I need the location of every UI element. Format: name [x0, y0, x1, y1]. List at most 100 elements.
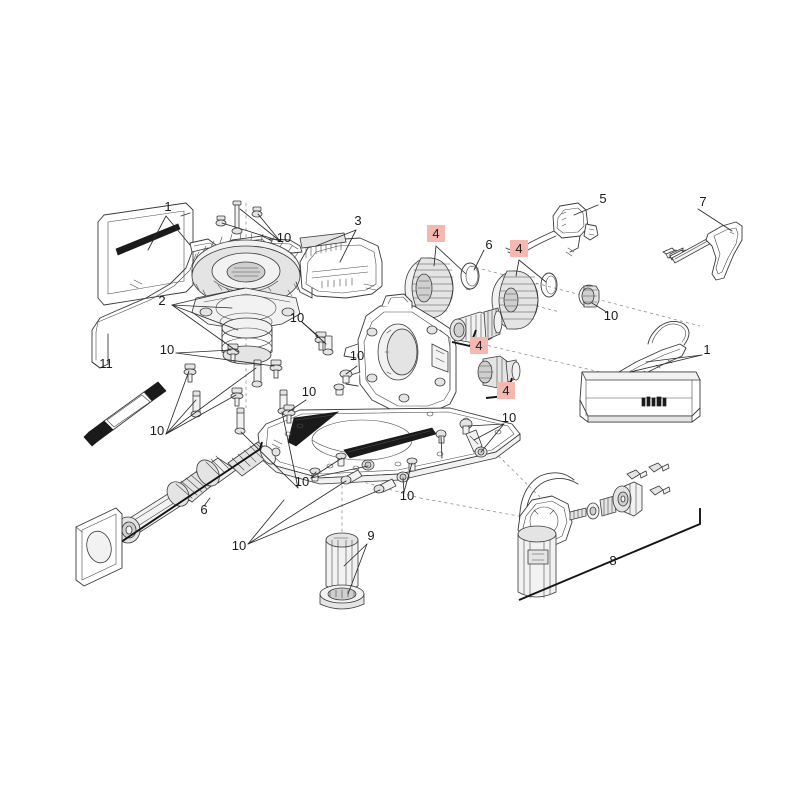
callout-labels: 1 10 3 4 6 4 5 7 2 10 10 1 10 10 4 11 10 4 10 10 10 6 10 10 9 8 [99, 191, 710, 568]
callout-10: 10 [160, 342, 174, 357]
callout-5: 5 [599, 191, 606, 206]
callout-11: 11 [99, 356, 113, 371]
callout-number: 10 [502, 410, 516, 425]
callout-6: 6 [200, 502, 207, 517]
callout-number: 8 [609, 553, 616, 568]
callout-number: 5 [599, 191, 606, 206]
callout-10: 10 [277, 230, 291, 245]
bolt-group-center [314, 331, 353, 396]
callout-number: 10 [277, 230, 291, 245]
bolt-10-top-b [251, 206, 263, 218]
bolt-10 [269, 359, 283, 379]
callout-highlight-box [427, 225, 445, 242]
callout-number: 11 [99, 356, 113, 371]
callout-number: 1 [164, 199, 171, 214]
gear-4-right [491, 270, 539, 330]
callout-3: 3 [354, 213, 361, 228]
callout-10: 10 [295, 474, 309, 489]
motor-screw-b [648, 462, 670, 473]
callout-2: 2 [158, 293, 165, 308]
part-bracket-guard [295, 232, 383, 299]
part-lower-shaft-assembly [115, 441, 281, 545]
part-sealant-tube [83, 381, 167, 447]
callout-number: 4 [432, 226, 439, 241]
callout-number: 2 [158, 293, 165, 308]
bolt-10-bushing-right [578, 284, 600, 308]
callout-1: 1 [703, 342, 710, 357]
bolt-10 [234, 407, 246, 435]
callout-number: 10 [290, 310, 304, 325]
callout-9: 9 [367, 528, 374, 543]
callout-4-highlighted: 4 [427, 225, 445, 242]
callout-10: 10 [604, 308, 618, 323]
callout-number: 10 [150, 423, 164, 438]
bolt-10 [361, 459, 375, 471]
callout-number: 10 [302, 384, 316, 399]
callout-number: 1 [703, 342, 710, 357]
callout-10: 10 [150, 423, 164, 438]
callout-number: 6 [485, 237, 492, 252]
callout-10: 10 [290, 310, 304, 325]
bolt-10-top-a [231, 200, 243, 235]
part-gasket-plate-left [75, 507, 123, 587]
callout-10: 10 [400, 488, 414, 503]
part-trim-cover-right [579, 321, 701, 423]
callout-7: 7 [699, 194, 706, 209]
bolt-10 [183, 363, 197, 383]
part-base-plate [257, 407, 521, 485]
seal-ring-6-left [460, 262, 480, 291]
bracket-8 [518, 508, 701, 601]
callout-10: 10 [302, 384, 316, 399]
hub-seal-ring [221, 317, 273, 365]
callout-number: 7 [699, 194, 706, 209]
bolt-10 [396, 471, 410, 483]
callout-highlight-box [497, 382, 515, 399]
bolt-10 [230, 387, 244, 407]
part-small-shaft-gear-upper [449, 307, 503, 345]
part-filter-cartridge [319, 532, 365, 610]
callout-highlight-box [510, 240, 528, 257]
callout-8: 8 [609, 553, 616, 568]
part-upper-gear-right [491, 270, 558, 330]
part-ring-gear-assembly [191, 200, 301, 365]
bracket-6 [117, 441, 263, 545]
callout-4-highlighted: 4 [497, 382, 515, 399]
callout-10: 10 [502, 410, 516, 425]
callout-number: 10 [400, 488, 414, 503]
callout-highlight-box [470, 337, 488, 354]
callout-1: 1 [164, 199, 171, 214]
part-selector-lever-rod [662, 221, 743, 281]
gear-4-left [404, 257, 454, 319]
callout-6: 6 [485, 237, 492, 252]
part-main-housing [343, 293, 457, 413]
callout-number: 10 [604, 308, 618, 323]
bolt-10 [333, 383, 345, 396]
bolt-10 [459, 418, 473, 435]
bolt-group-plate-top [282, 404, 418, 494]
callout-4-highlighted: 4 [470, 337, 488, 354]
motor-screw-a [626, 469, 648, 480]
callout-number: 9 [367, 528, 374, 543]
callout-number: 3 [354, 213, 361, 228]
leader-lines [147, 204, 733, 595]
callout-10: 10 [350, 348, 364, 363]
bolt-10 [340, 469, 363, 485]
callout-number: 4 [502, 383, 509, 398]
motor-screw-c [649, 485, 671, 496]
callout-10: 10 [232, 538, 246, 553]
ring-gear-teeth [191, 232, 301, 311]
part-upper-gear-left [404, 257, 480, 319]
callout-number: 10 [350, 348, 364, 363]
part-small-shaft-gear-lower [477, 355, 521, 389]
bolt-10-top-c [215, 215, 227, 227]
callout-4-highlighted: 4 [510, 240, 528, 257]
callout-number: 10 [160, 342, 174, 357]
seal-ring-4-right [540, 272, 558, 298]
bolt-10 [314, 331, 328, 351]
callout-number: 10 [232, 538, 246, 553]
callout-number: 4 [515, 241, 522, 256]
callout-number: 10 [295, 474, 309, 489]
callout-number: 4 [475, 338, 482, 353]
